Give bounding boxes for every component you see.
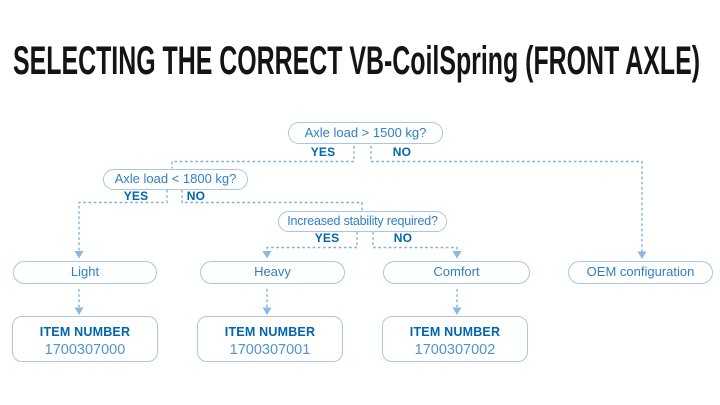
decision2-yes-label: YES: [123, 189, 149, 203]
arrow-to-item1: [74, 307, 84, 315]
decision-axle-load-1800: Axle load < 1800 kg?: [103, 169, 248, 190]
outcome-oem-configuration: OEM configuration: [568, 261, 713, 284]
item1-number: 1700307000: [44, 342, 126, 358]
decision3-yes-label: YES: [314, 231, 340, 245]
item2-number: 1700307001: [229, 342, 311, 358]
decision-axle-load-1500: Axle load > 1500 kg?: [288, 122, 443, 144]
arrow-to-heavy: [262, 251, 272, 259]
decision3-yes-connector: [266, 232, 358, 252]
decision3-no-connector: [372, 232, 458, 252]
decision2-yes-connector: [78, 190, 168, 252]
outcome-light: Light: [13, 261, 157, 284]
arrow-to-oem: [637, 251, 647, 259]
decision2-no-connector: [181, 190, 363, 211]
decision1-no-connector: [370, 146, 643, 252]
outcome-comfort: Comfort: [383, 261, 530, 284]
page-title: SELECTING THE CORRECT VB-CoilSpring (FRO…: [13, 39, 700, 83]
page-title-svg: SELECTING THE CORRECT VB-CoilSpring (FRO…: [13, 39, 700, 83]
outcome-heavy: Heavy: [200, 261, 345, 284]
arrow-to-item2: [262, 307, 272, 315]
item-card-heavy: ITEM NUMBER 1700307001: [197, 316, 343, 362]
item-card-comfort: ITEM NUMBER 1700307002: [382, 316, 528, 362]
decision2-no-label: NO: [186, 189, 206, 203]
item3-heading: ITEM NUMBER: [409, 325, 501, 339]
decision-increased-stability: Increased stability required?: [278, 211, 447, 232]
arrow-to-light: [74, 251, 84, 259]
decision3-no-label: NO: [393, 231, 413, 245]
arrow-to-item3: [452, 307, 462, 315]
item2-heading: ITEM NUMBER: [224, 325, 316, 339]
item3-number: 1700307002: [414, 342, 496, 358]
decision1-yes-label: YES: [310, 145, 336, 159]
decision1-no-label: NO: [392, 145, 412, 159]
decision1-yes-connector: [171, 146, 355, 169]
item-card-light: ITEM NUMBER 1700307000: [12, 316, 158, 362]
item1-heading: ITEM NUMBER: [39, 325, 131, 339]
arrow-to-comfort: [452, 251, 462, 259]
